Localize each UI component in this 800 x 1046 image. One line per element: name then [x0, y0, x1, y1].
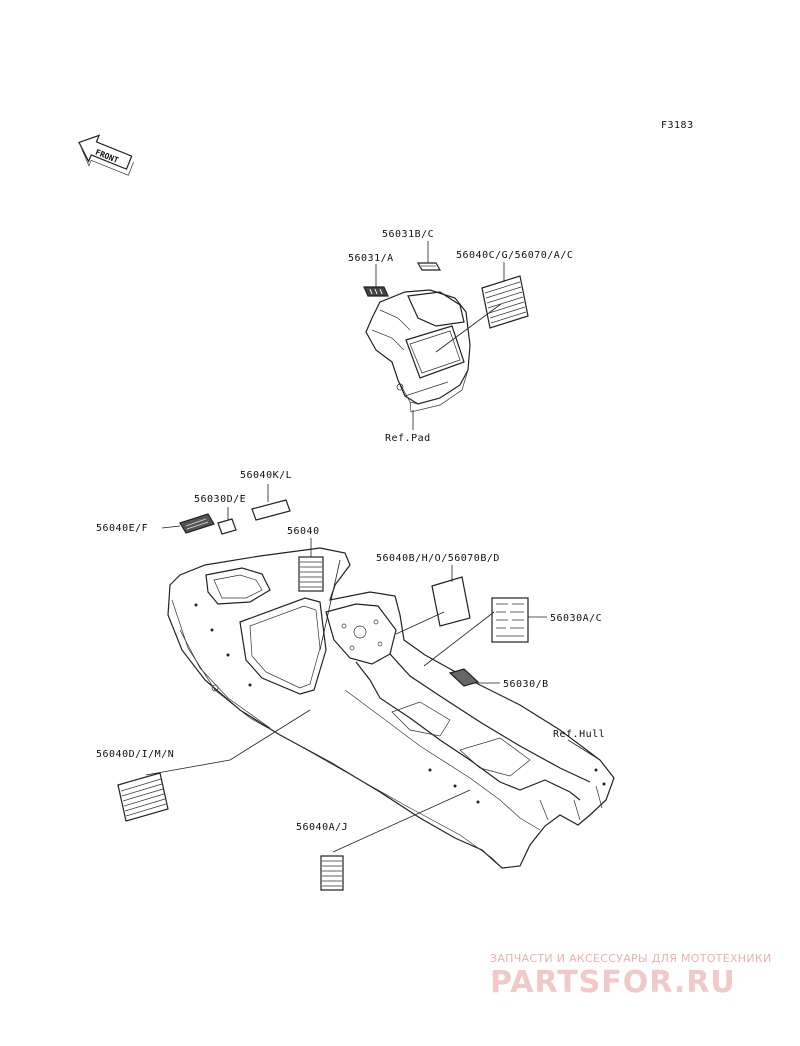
decal-56030b [448, 668, 480, 687]
label-56040ef: 56040E/F [96, 523, 148, 534]
decal-56030de [217, 518, 237, 535]
figure-code: F3183 [661, 120, 694, 131]
hull-drawing [167, 547, 615, 869]
label-56040aj: 56040A/J [296, 822, 348, 833]
label-56040cg: 56040C/G/56070/A/C [456, 250, 573, 261]
label-56030b: 56030/B [503, 679, 549, 690]
decal-56040aj [320, 855, 344, 891]
label-56030ac: 56030A/C [550, 613, 602, 624]
decal-56040bho [431, 576, 471, 627]
decal-56040dimn [117, 772, 169, 822]
label-56030de: 56030D/E [194, 494, 246, 505]
label-56031a: 56031/A [348, 253, 394, 264]
pad-cover-drawing [363, 262, 529, 413]
decal-56031a [363, 286, 389, 297]
label-ref-pad: Ref.Pad [385, 433, 431, 444]
watermark-logo: PARTSFOR.RU [490, 965, 736, 1000]
label-56031bc: 56031B/C [382, 229, 434, 240]
decal-56040ef [179, 513, 215, 534]
front-arrow-icon: FRONT [78, 134, 134, 176]
label-56040bho: 56040B/H/O/56070B/D [376, 553, 500, 564]
decal-56040cg [481, 275, 529, 329]
label-56040kl: 56040K/L [240, 470, 292, 481]
decal-56040 [298, 556, 324, 592]
decal-56030ac [491, 597, 529, 643]
label-56040: 56040 [287, 526, 320, 537]
decal-56031bc [416, 262, 442, 271]
watermark-tagline: ЗАПЧАСТИ И АКСЕССУАРЫ ДЛЯ МОТОТЕХНИКИ [490, 952, 772, 965]
label-ref-hull: Ref.Hull [553, 729, 605, 740]
decal-56040kl [251, 499, 291, 521]
label-56040dimn: 56040D/I/M/N [96, 749, 174, 760]
